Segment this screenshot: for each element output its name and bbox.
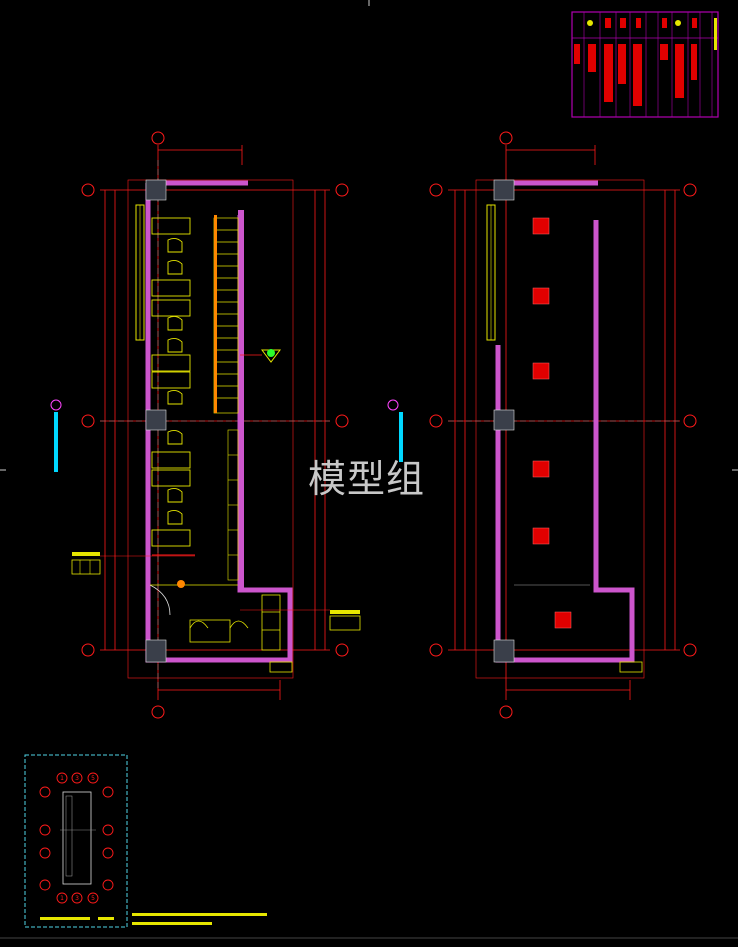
grid-bubble-icon	[81, 131, 349, 719]
column-icon	[493, 179, 515, 663]
grid-bubble-icon	[429, 131, 697, 719]
walls-left	[145, 180, 293, 663]
floor-plan-right	[387, 131, 697, 719]
watermark-text: 模型组	[308, 457, 426, 501]
elevation-marker-icon	[240, 349, 281, 363]
workstations	[151, 217, 195, 556]
callout-legend-left	[71, 552, 361, 631]
keyplan-bubble-top-1: 1	[60, 775, 64, 782]
key-plan-inset: 1 3 5 1 3 5	[24, 754, 128, 928]
walls-right	[495, 180, 635, 663]
stair	[213, 217, 239, 414]
meeting-room	[149, 584, 293, 673]
general-notes	[132, 913, 267, 925]
floor-plan-left	[50, 131, 361, 719]
keyplan-bubble-top-3: 3	[75, 775, 79, 782]
drawing-title-right	[387, 399, 403, 462]
keyplan-bubble-top-5: 5	[91, 775, 95, 782]
keyplan-bubble-bottom-5: 5	[91, 895, 95, 902]
keyplan-bubble-bottom-3: 3	[75, 895, 79, 902]
cabinets	[227, 429, 239, 581]
keyplan-bubble-bottom-1: 1	[60, 895, 64, 902]
light-fixture-icon	[532, 217, 572, 629]
column-icon	[145, 179, 167, 663]
drawing-title-left	[50, 399, 62, 472]
legend-table	[571, 11, 719, 118]
